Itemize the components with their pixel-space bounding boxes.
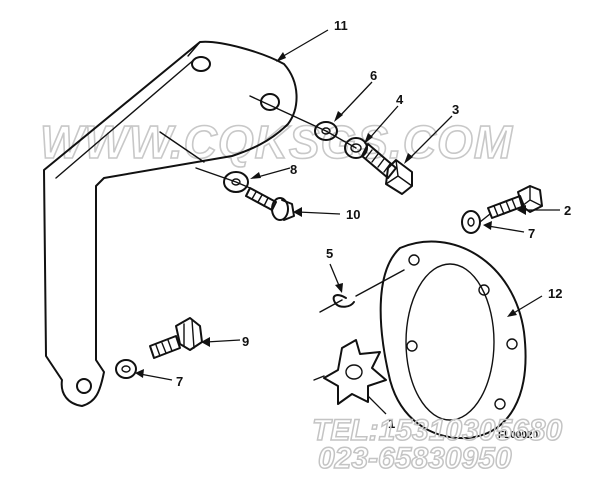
callout-4: 4 [396,92,404,107]
washer-part-8 [223,171,249,193]
callout-2: 2 [564,203,571,218]
gasket-part-12 [379,240,527,440]
callout-9: 9 [242,334,249,349]
watermark-text: WWW.CQKSGS.COM [40,116,514,168]
callout-7-upper: 7 [528,226,535,241]
hex-bolt-part-3 [361,143,413,195]
mounting-bracket [43,40,298,407]
hex-bolt-part-2 [487,185,543,219]
washer-part-7-lower [115,359,137,379]
flange-bolt-part-10 [245,187,295,221]
stud-bolt-part-9 [149,317,203,359]
footer-phone: TEL:15310305680 [312,414,562,447]
washer-part-6 [314,121,338,141]
callout-7-lower: 7 [176,374,183,389]
callout-12: 12 [548,286,562,301]
callout-5: 5 [326,246,333,261]
callout-6: 6 [370,68,377,83]
retaining-ring-part-5 [332,294,355,308]
drawing-code: FL00020 [498,430,538,441]
washer-part-7-upper [461,210,481,234]
callout-10: 10 [346,207,360,222]
assembly-lines [195,95,491,381]
callout-8: 8 [290,162,297,177]
leader-lines [135,29,560,415]
callout-labels: 11 6 4 3 8 10 2 7 5 12 9 7 1 [176,18,571,431]
callout-3: 3 [452,102,459,117]
callout-11: 11 [334,18,348,33]
callout-1: 1 [388,416,395,431]
footer-fax: 023-65830950 [318,442,512,474]
star-coupling-part-1 [323,339,387,405]
